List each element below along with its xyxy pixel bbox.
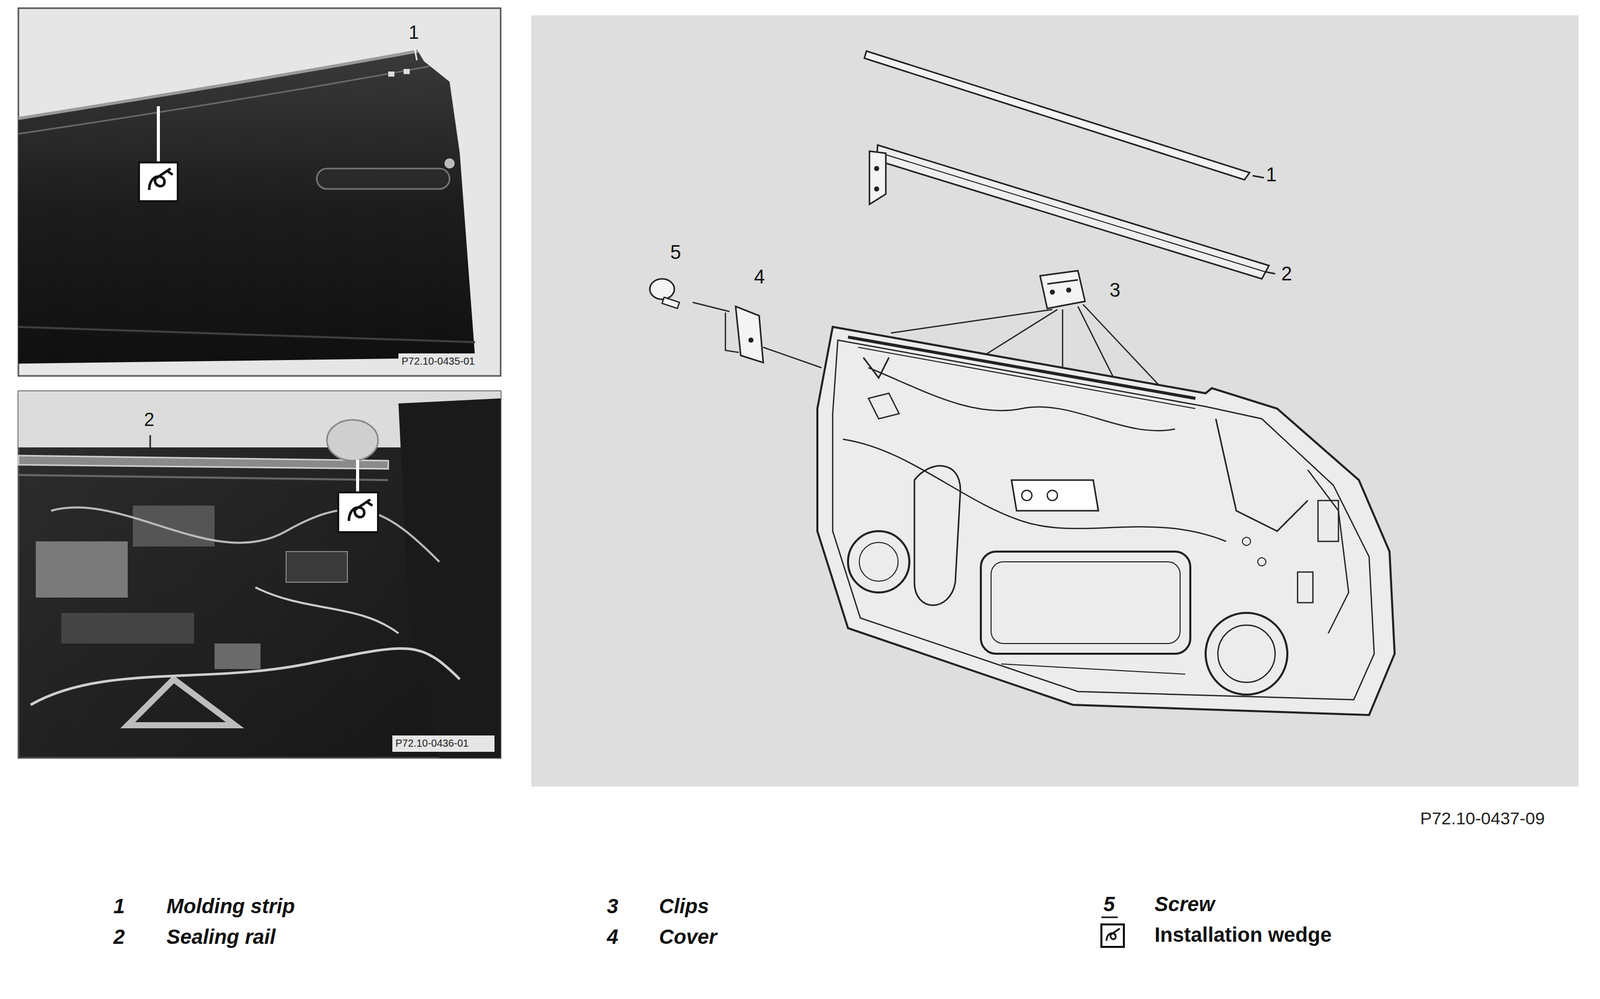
legend-text: Clips xyxy=(659,895,710,918)
legend-text: Sealing rail xyxy=(166,925,276,949)
callout-number: 2 xyxy=(144,409,155,431)
figure-code: P72.10-0436-01 xyxy=(395,737,469,749)
callout-number: 4 xyxy=(754,266,765,289)
legend-number: 2 xyxy=(113,925,125,949)
callout-number: 3 xyxy=(1109,279,1121,302)
photo-door-interior xyxy=(18,391,501,759)
exploded-door-drawing xyxy=(531,15,1579,787)
legend-number: 4 xyxy=(606,925,619,949)
legend-number: 5 xyxy=(1103,892,1115,916)
callout-number: 5 xyxy=(670,242,681,264)
underline xyxy=(1101,916,1118,919)
legend-text: Molding strip xyxy=(166,895,295,918)
callout-number: 1 xyxy=(408,22,419,43)
callout-number: 2 xyxy=(1281,263,1292,286)
legend-text: Cover xyxy=(659,925,717,949)
photo-door-exterior xyxy=(18,8,501,376)
installation-wedge-icon xyxy=(1101,924,1124,948)
figure-code: P72.10-0435-01 xyxy=(401,355,475,367)
callout-number: 1 xyxy=(1265,164,1277,186)
figure-code: P72.10-0437-09 xyxy=(1420,809,1545,829)
legend-text: Installation wedge xyxy=(1154,923,1332,947)
legend-number: 1 xyxy=(113,895,125,918)
legend-number: 3 xyxy=(606,895,619,918)
legend-text: Screw xyxy=(1154,892,1215,916)
